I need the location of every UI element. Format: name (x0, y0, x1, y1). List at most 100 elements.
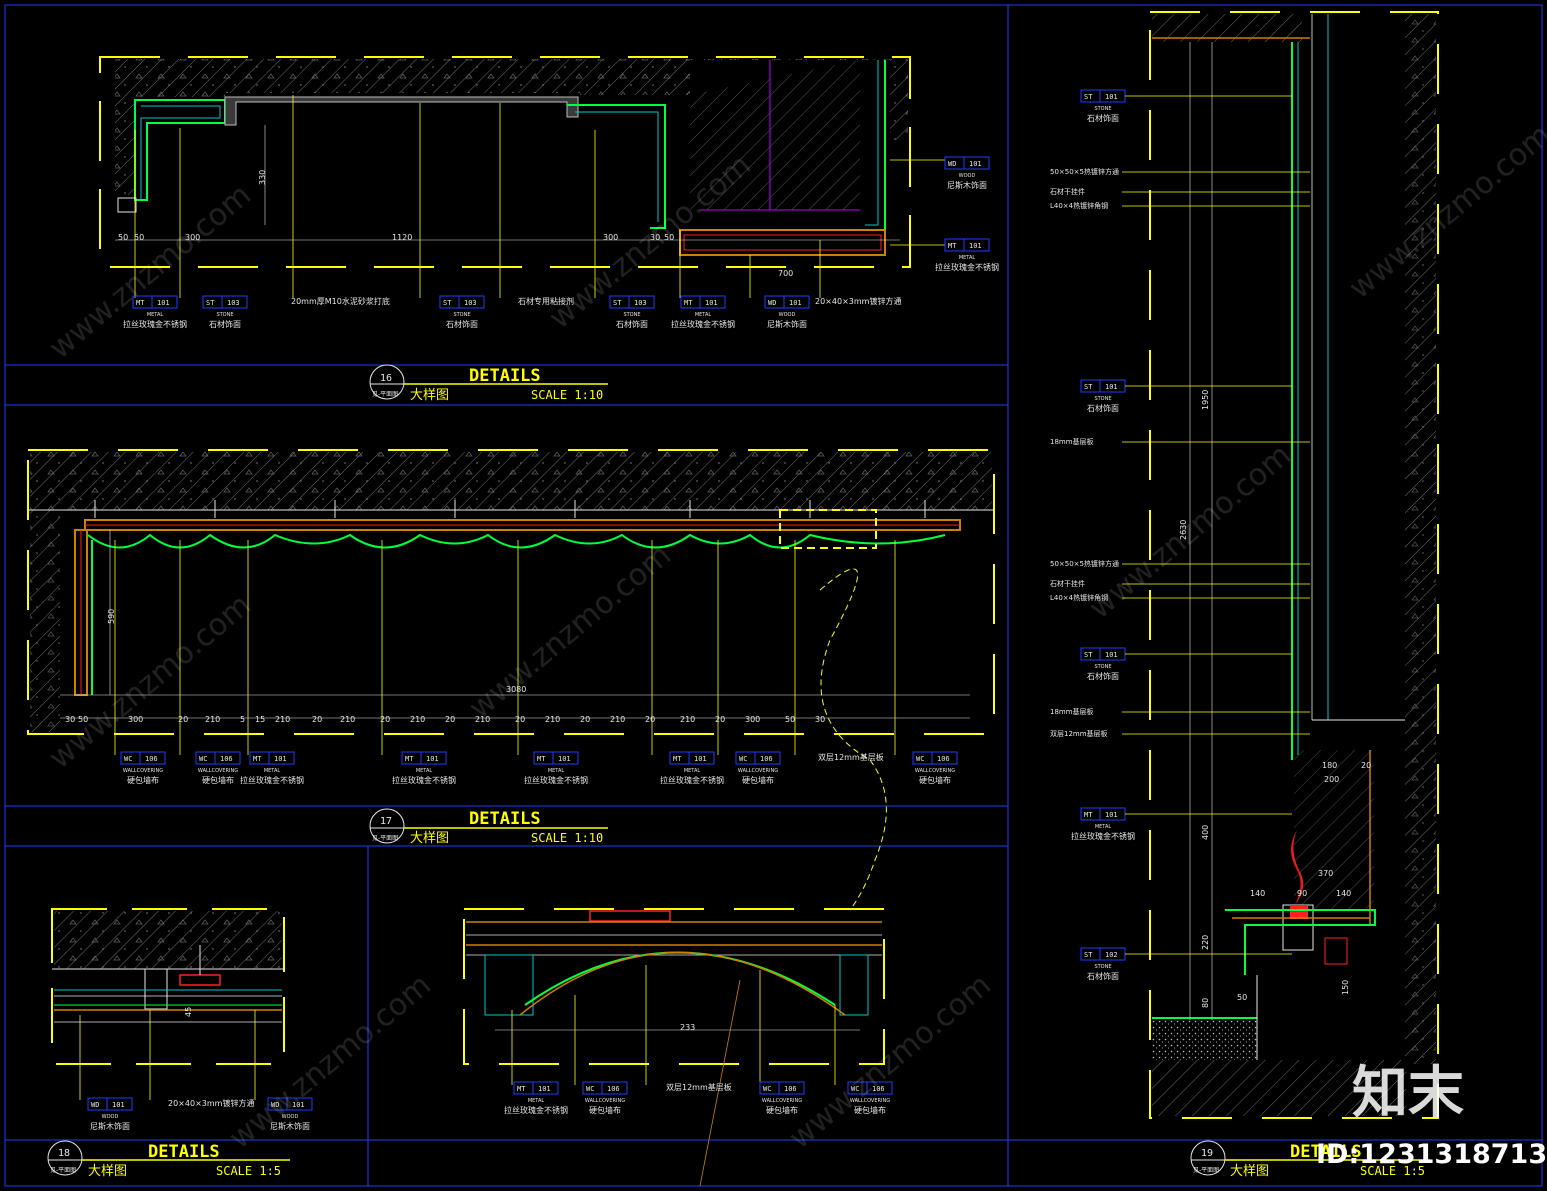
detail-18-drawing (51, 908, 285, 1065)
tag-num: 101 (969, 160, 982, 168)
watermark-text: www.znzmo.com (783, 968, 998, 1157)
tag-description: 石材饰面 (446, 319, 478, 329)
detail-subtitle: 大样图 (410, 388, 449, 403)
dim-text: 15 (255, 715, 265, 724)
tag-num: 101 (558, 755, 571, 763)
tag-box (582, 1081, 628, 1095)
tag-num: 101 (1105, 811, 1118, 819)
tag-description: 拉丝玫瑰金不锈钢 (392, 775, 456, 785)
dim-text: 140 (1250, 889, 1265, 898)
tag-code: ST (1084, 93, 1093, 101)
detail-16-drawing (99, 56, 911, 268)
tag-description: 石材饰面 (1087, 671, 1119, 681)
detail-scale: SCALE 1:10 (531, 831, 603, 845)
tag-code: WC (124, 755, 132, 763)
tag-category: STONE (623, 312, 640, 318)
dim-text: 50 (134, 233, 144, 242)
detail-19-title-block: 19 见-平面图 DETAILS 大样图 SCALE 1:5 (1190, 1140, 1430, 1179)
material-tag: 20×40×3mm镀锌方通 (815, 296, 901, 306)
tag-num: 101 (969, 242, 982, 250)
tag-code: WD (271, 1101, 279, 1109)
tag-box (513, 1081, 559, 1095)
tag-code: ST (613, 299, 622, 307)
tag-code: MT (948, 242, 957, 250)
tag-code: MT (405, 755, 414, 763)
detail-ref: 见-平面图 (50, 1167, 76, 1174)
leader-line (699, 979, 741, 1187)
dim-text: 300 (185, 233, 200, 242)
detail-19-drawing (1149, 11, 1439, 1119)
detail-number: 16 (380, 373, 392, 384)
dim-text: 210 (475, 715, 490, 724)
detail-scale: SCALE 1:10 (531, 388, 603, 402)
material-tag: 18mm基层板 (1050, 437, 1310, 446)
tag-code: ST (206, 299, 215, 307)
tag-description: 石材饰面 (1087, 403, 1119, 413)
tag-description: L40×4热镀锌角钢 (1050, 201, 1108, 210)
tag-num: 103 (464, 299, 477, 307)
tag-box (132, 295, 178, 309)
tag-num: 101 (157, 299, 170, 307)
detail-scale: SCALE 1:5 (216, 1164, 281, 1178)
sheet-frame (4, 4, 1543, 1187)
tag-num: 106 (784, 1085, 797, 1093)
dim-text: 20 (515, 715, 525, 724)
detail-17-drawing (27, 449, 995, 911)
dim-text: 50 (785, 715, 795, 724)
tag-num: 101 (694, 755, 707, 763)
tag-code: WC (739, 755, 747, 763)
detail-17-leaders (114, 540, 896, 755)
dim-text: 300 (128, 715, 143, 724)
tag-description: 20×40×3mm镀锌方通 (815, 296, 901, 306)
tag-description: 拉丝玫瑰金不锈钢 (660, 775, 724, 785)
detail-16-dimensions: 50 50 300 1120 300 30 50 700 330 (118, 170, 793, 278)
tag-description: 尼斯木饰面 (767, 319, 807, 329)
tag-category: STONE (1094, 396, 1111, 402)
dim-text: 150 (1341, 980, 1350, 995)
dim-text: 20 (445, 715, 455, 724)
material-tag: 20mm厚M10水泥砂浆打底 (291, 296, 390, 306)
dim-text: 45 (184, 1007, 193, 1017)
tag-description: 硬包墙布 (766, 1105, 798, 1115)
tag-box (401, 751, 447, 765)
tag-description: 50×50×5热镀锌方通 (1050, 559, 1119, 568)
detail-arch-drawing (463, 908, 885, 1065)
tag-description: 拉丝玫瑰金不锈钢 (504, 1105, 568, 1115)
tag-description: 石材饰面 (1087, 971, 1119, 981)
tag-category: WALLCOVERING (585, 1098, 625, 1104)
dim-text: 210 (545, 715, 560, 724)
tag-box (944, 238, 990, 252)
dim-text: 330 (258, 170, 267, 185)
dim-text: 50 (664, 233, 674, 242)
tag-box (202, 295, 248, 309)
tag-code: MT (136, 299, 145, 307)
material-tag: 20×40×3mm镀锌方通 (168, 1098, 254, 1108)
dim-text: 210 (610, 715, 625, 724)
tag-description: L40×4热镀锌角钢 (1050, 593, 1108, 602)
dim-text: 220 (1201, 935, 1210, 950)
tag-description: 尼斯木饰面 (947, 180, 987, 190)
detail-title: DETAILS (469, 366, 541, 386)
detail-number: 19 (1201, 1148, 1213, 1159)
material-tag: 18mm基层板 (1050, 707, 1310, 716)
tag-description: 18mm基层板 (1050, 707, 1094, 716)
tag-description: 硬包墙布 (854, 1105, 886, 1115)
dim-text: 20 (645, 715, 655, 724)
tag-category: WALLCOVERING (198, 768, 238, 774)
tag-description: 硬包墙布 (919, 775, 951, 785)
detail-17-title-block: 17 见-平面图 DETAILS 大样图 SCALE 1:10 (369, 808, 608, 846)
detail-ref: 见-平面图 (372, 391, 398, 398)
